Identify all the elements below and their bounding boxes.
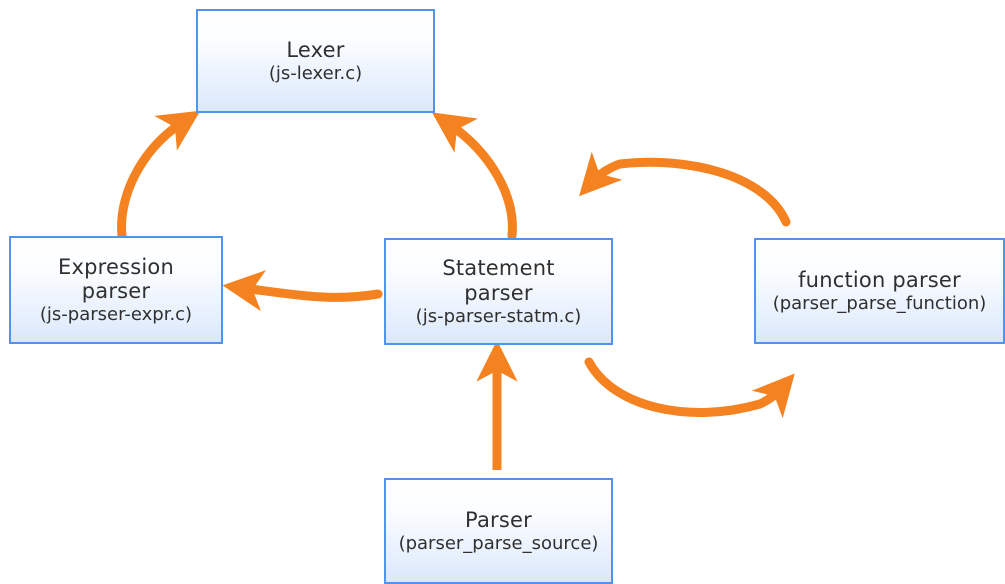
node-expression-parser-title-line1: Expression: [58, 254, 174, 279]
arrow-statement-to-function: [584, 357, 795, 419]
node-statement-parser-title-line1: Statement: [442, 256, 555, 281]
node-statement-parser-title-line2: parser: [464, 280, 533, 305]
node-statement-parser[interactable]: Statement parser (js-parser-statm.c): [384, 238, 613, 345]
arrow-statement-to-expression: [222, 270, 383, 312]
arrow-expression-to-lexer: [117, 110, 201, 241]
arrow-statement-to-lexer: [431, 112, 517, 241]
node-parser[interactable]: Parser (parser_parse_source): [384, 478, 613, 584]
node-statement-parser-subtitle: (js-parser-statm.c): [415, 305, 582, 327]
arrow-function-to-statement: [579, 151, 791, 227]
node-parser-title: Parser: [465, 508, 532, 532]
node-expression-parser-subtitle: (js-parser-expr.c): [39, 304, 193, 326]
node-expression-parser-title-line2: parser: [81, 279, 151, 304]
node-lexer[interactable]: Lexer (js-lexer.c): [196, 9, 435, 113]
node-expression-parser[interactable]: Expression parser (js-parser-expr.c): [9, 236, 223, 344]
node-lexer-title: Lexer: [286, 38, 345, 62]
node-function-parser-title: function parser: [798, 268, 961, 292]
node-function-parser-subtitle: (parser_parse_function): [772, 292, 987, 314]
node-function-parser[interactable]: function parser (parser_parse_function): [754, 238, 1005, 344]
node-lexer-subtitle: (js-lexer.c): [268, 62, 363, 84]
node-parser-subtitle: (parser_parse_source): [398, 532, 599, 554]
